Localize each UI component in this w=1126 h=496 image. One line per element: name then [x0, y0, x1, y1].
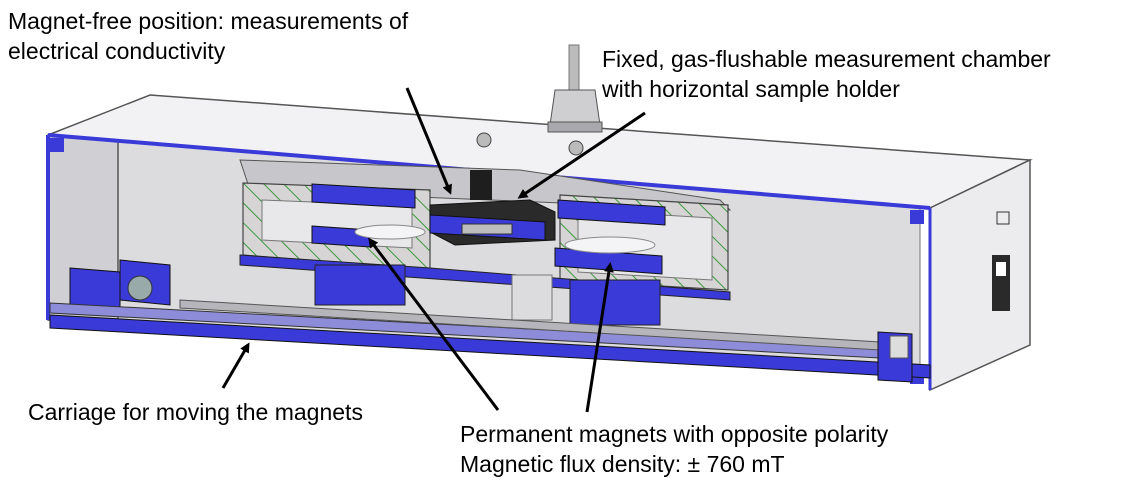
- arrow-chamber: [517, 111, 646, 199]
- magnet-lower-right: [554, 247, 663, 275]
- corner-fitting: [50, 138, 64, 152]
- magnet-upper-left: [311, 183, 416, 209]
- label-permanent-line1: Permanent magnets with opposite polarity: [460, 421, 889, 447]
- measurement-chamber: [429, 170, 556, 246]
- label-magnet-free-position: Magnet-free position: measurements of el…: [8, 6, 408, 66]
- label-magnet-free-line2: electrical conductivity: [8, 38, 226, 64]
- carriage: [49, 259, 931, 383]
- power-switch: [996, 262, 1006, 276]
- arrow-carriage: [221, 342, 250, 389]
- arrow-permanent-right: [585, 262, 614, 413]
- arrow-permanent-left: [368, 237, 500, 411]
- label-carriage: Carriage for moving the magnets: [28, 399, 363, 425]
- gas-cable-plug: [476, 44, 603, 156]
- label-chamber-line2: with horizontal sample holder: [602, 76, 900, 102]
- arrow-magnet-free: [405, 87, 452, 195]
- label-permanent-line2: Magnetic flux density: ± 760 mT: [460, 451, 785, 477]
- corner-fitting: [910, 210, 924, 224]
- arrows: [221, 87, 646, 413]
- magnet-upper-right: [557, 199, 666, 226]
- label-permanent-magnets: Permanent magnets with opposite polarity…: [460, 419, 888, 479]
- label-magnet-free-line1: Magnet-free position: measurements of: [8, 8, 409, 34]
- side-port: [996, 211, 1010, 225]
- label-chamber-line1: Fixed, gas-flushable measurement chamber: [602, 46, 1051, 72]
- label-measurement-chamber: Fixed, gas-flushable measurement chamber…: [602, 44, 1051, 104]
